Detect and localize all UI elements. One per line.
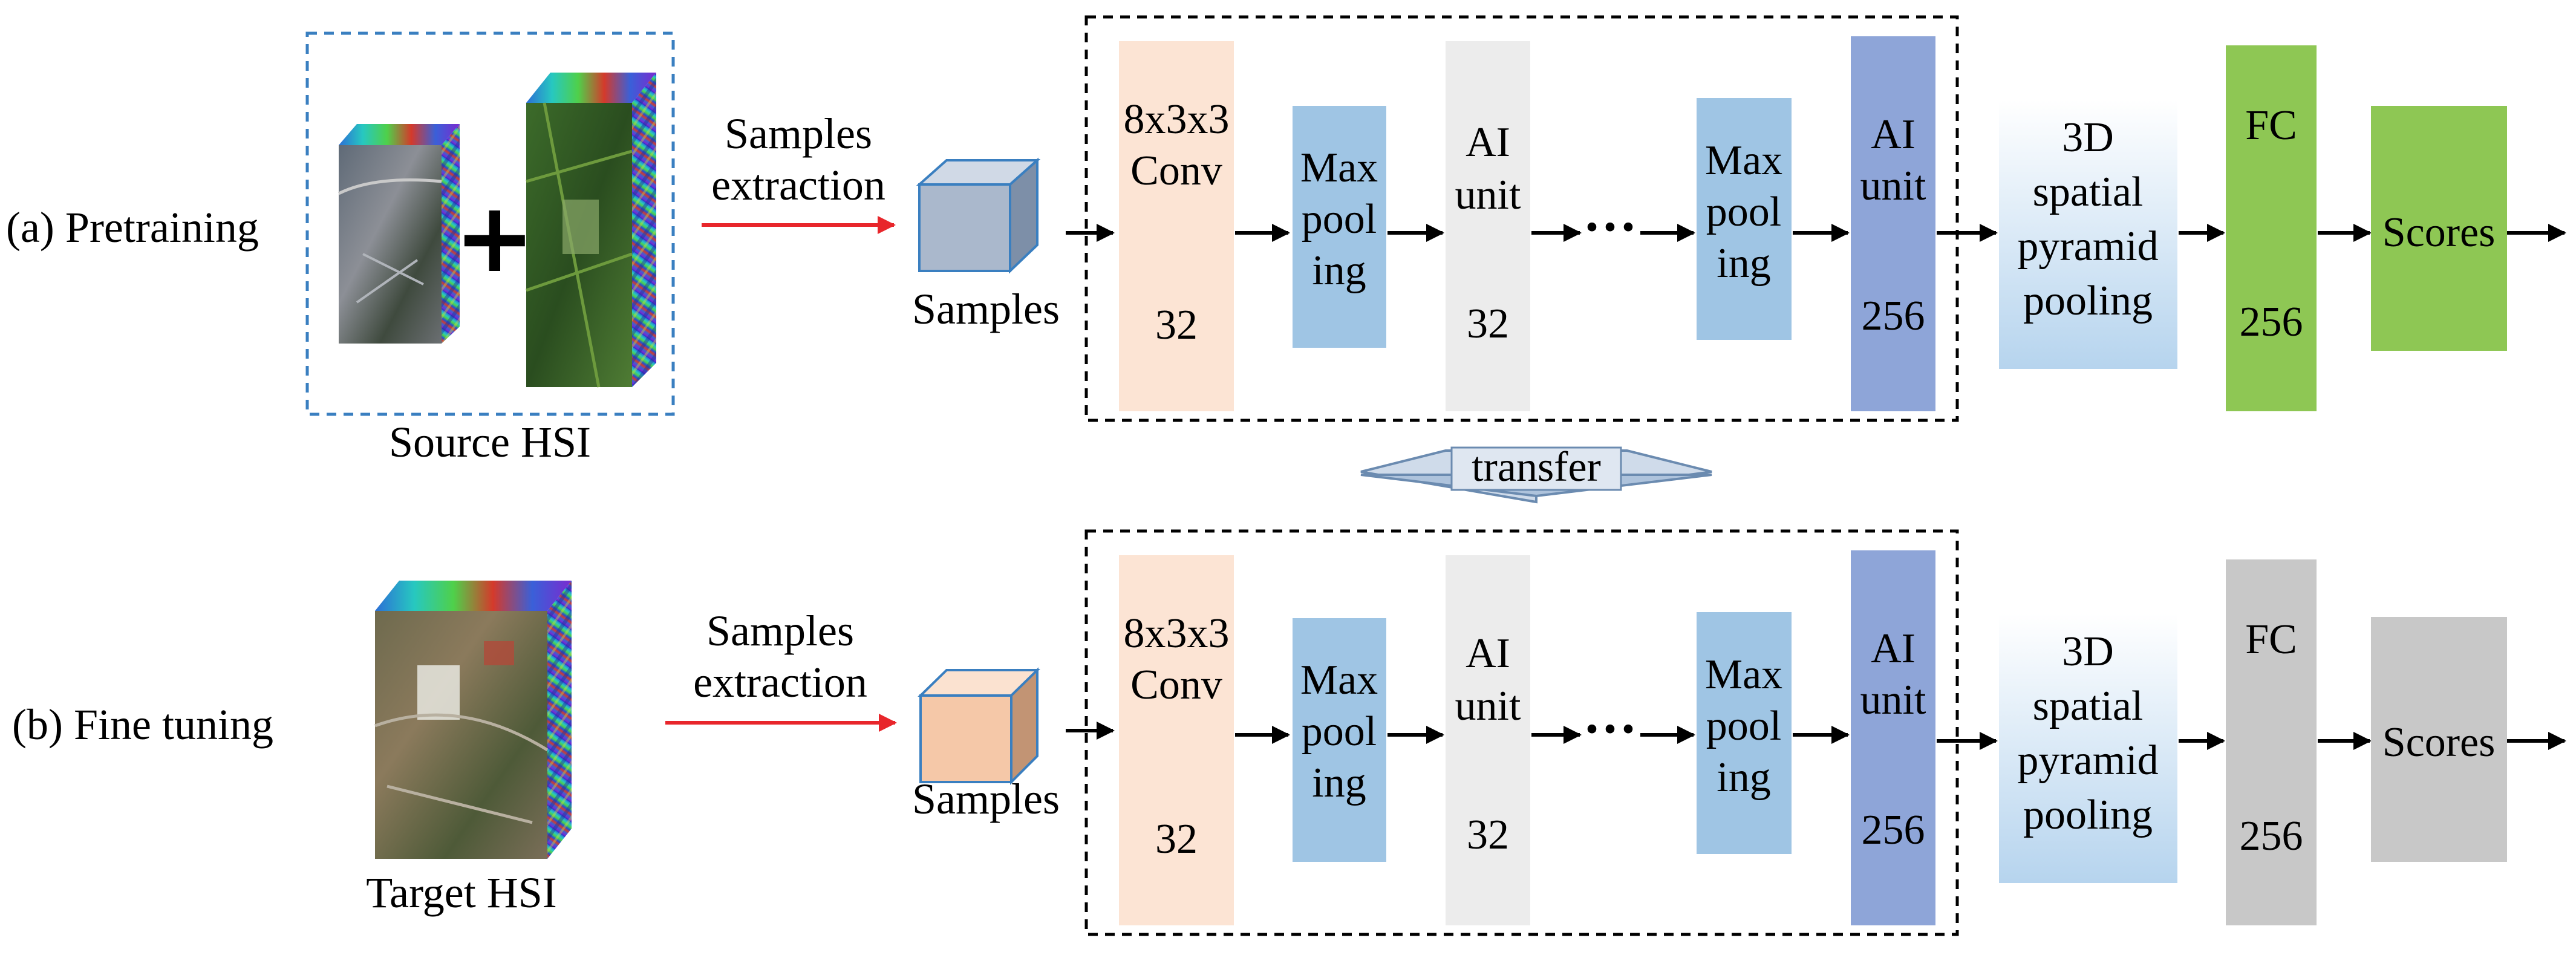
row-label-finetuning: (b) Fine tuning: [12, 700, 273, 749]
fc-block-finetuning: [2226, 559, 2317, 925]
fc-text-2-b: 256: [2240, 813, 2303, 859]
conv-block-pretraining: [1119, 41, 1234, 411]
ai1-text-2: unit: [1455, 172, 1521, 218]
maxpool1-text-2-b: pool: [1302, 708, 1377, 755]
transfer-label: transfer: [1472, 444, 1601, 491]
maxpool1-block-pretraining: [1293, 106, 1386, 348]
maxpool2-text-1: Max: [1705, 137, 1782, 184]
ai1-text-1: AI: [1466, 119, 1510, 166]
spp-block-finetuning: [1999, 614, 2177, 883]
maxpool2-block-pretraining: [1697, 98, 1792, 340]
extraction-label-line2-b: extraction: [693, 658, 867, 706]
ai2-text-1: AI: [1871, 111, 1916, 158]
maxpool1-text-2: pool: [1302, 196, 1377, 243]
transfer-arrow: transfer: [1360, 444, 1712, 504]
extraction-label-line1-b: Samples: [706, 607, 854, 655]
spp-text-2: spatial: [2033, 169, 2144, 215]
maxpool2-text-2: pool: [1706, 189, 1781, 235]
ellipsis-pretraining: ···: [1583, 197, 1637, 257]
ai-unit1-block-finetuning: [1446, 555, 1530, 925]
source-hsi-label: Source HSI: [389, 418, 591, 466]
ai2-text-1-b: AI: [1871, 625, 1916, 672]
ai2-text-3: 256: [1862, 293, 1925, 339]
transferable-layers-frame-pretraining: [1084, 15, 1959, 422]
conv-text-3-b: 32: [1155, 816, 1198, 862]
ai1-text-2-b: unit: [1455, 683, 1521, 729]
conv-text-2: Conv: [1130, 148, 1222, 194]
spp-text-3-b: pyramid: [2017, 737, 2158, 784]
extraction-label-line1: Samples: [725, 109, 872, 158]
conv-text-2-b: Conv: [1130, 662, 1222, 708]
maxpool2-text-2-b: pool: [1706, 703, 1781, 749]
ai1-text-1-b: AI: [1466, 630, 1510, 677]
spp-block-pretraining: [1999, 100, 2177, 369]
plus-icon: +: [457, 186, 533, 291]
fc-text-1: FC: [2245, 102, 2297, 149]
fc-text-2: 256: [2240, 299, 2303, 345]
conv-text-1: 8x3x3: [1124, 96, 1230, 143]
transferable-layers-frame-finetuning: [1084, 529, 1959, 936]
spp-text-2-b: spatial: [2033, 683, 2144, 729]
ai2-text-2: unit: [1860, 163, 1926, 209]
target-hsi-label: Target HSI: [366, 869, 557, 917]
maxpool2-text-3-b: ing: [1717, 754, 1770, 801]
row-label-pretraining: (a) Pretraining: [6, 203, 259, 252]
scores-text-b: Scores: [2382, 719, 2496, 766]
maxpool2-text-1-b: Max: [1705, 651, 1782, 698]
fc-block-pretraining: [2226, 45, 2317, 411]
ai1-text-3-b: 32: [1467, 812, 1509, 858]
maxpool2-text-3: ing: [1717, 240, 1770, 287]
samples-label-finetuning: Samples: [912, 775, 1060, 823]
source-hsi-cube-small: [337, 124, 460, 344]
conv-text-1-b: 8x3x3: [1124, 610, 1230, 657]
scores-block-pretraining: [2371, 106, 2507, 351]
ai2-text-2-b: unit: [1860, 677, 1926, 723]
maxpool1-text-1: Max: [1300, 145, 1378, 191]
ai-unit2-block-pretraining: [1851, 36, 1935, 411]
extraction-label-line2: extraction: [711, 161, 885, 209]
scores-text: Scores: [2382, 209, 2496, 256]
spp-text-3: pyramid: [2017, 223, 2158, 270]
spp-text-4: pooling: [2023, 278, 2153, 324]
row-finetuning: (b) Fine tuning Target HSI Samples extra…: [12, 529, 2566, 936]
source-hsi-cube-large: [526, 73, 656, 388]
ai1-text-3: 32: [1467, 301, 1509, 347]
spp-text-1-b: 3D: [2062, 628, 2114, 675]
spp-text-4-b: pooling: [2023, 792, 2153, 838]
conv-text-3: 32: [1155, 302, 1198, 348]
maxpool2-block-finetuning: [1697, 612, 1792, 854]
maxpool1-text-1-b: Max: [1300, 657, 1378, 703]
ai-unit2-block-finetuning: [1851, 550, 1935, 925]
maxpool1-block-finetuning: [1293, 618, 1386, 862]
samples-label-pretraining: Samples: [912, 285, 1060, 333]
sample-cube-pretraining: [916, 157, 1041, 274]
target-hsi-cube: [374, 581, 572, 859]
conv-block-finetuning: [1119, 555, 1234, 925]
ai2-text-3-b: 256: [1862, 807, 1925, 853]
ellipsis-finetuning: ···: [1583, 699, 1637, 759]
maxpool1-text-3: ing: [1312, 247, 1366, 294]
sample-cube-finetuning: [918, 667, 1040, 785]
maxpool1-text-3-b: ing: [1312, 760, 1366, 806]
fc-text-1-b: FC: [2245, 616, 2297, 663]
ai-unit1-block-pretraining: [1446, 41, 1530, 411]
scores-block-finetuning: [2371, 617, 2507, 862]
row-pretraining: (a) Pretraining + Source HSI Samples ext…: [6, 15, 2566, 466]
spp-text-1: 3D: [2062, 114, 2114, 161]
